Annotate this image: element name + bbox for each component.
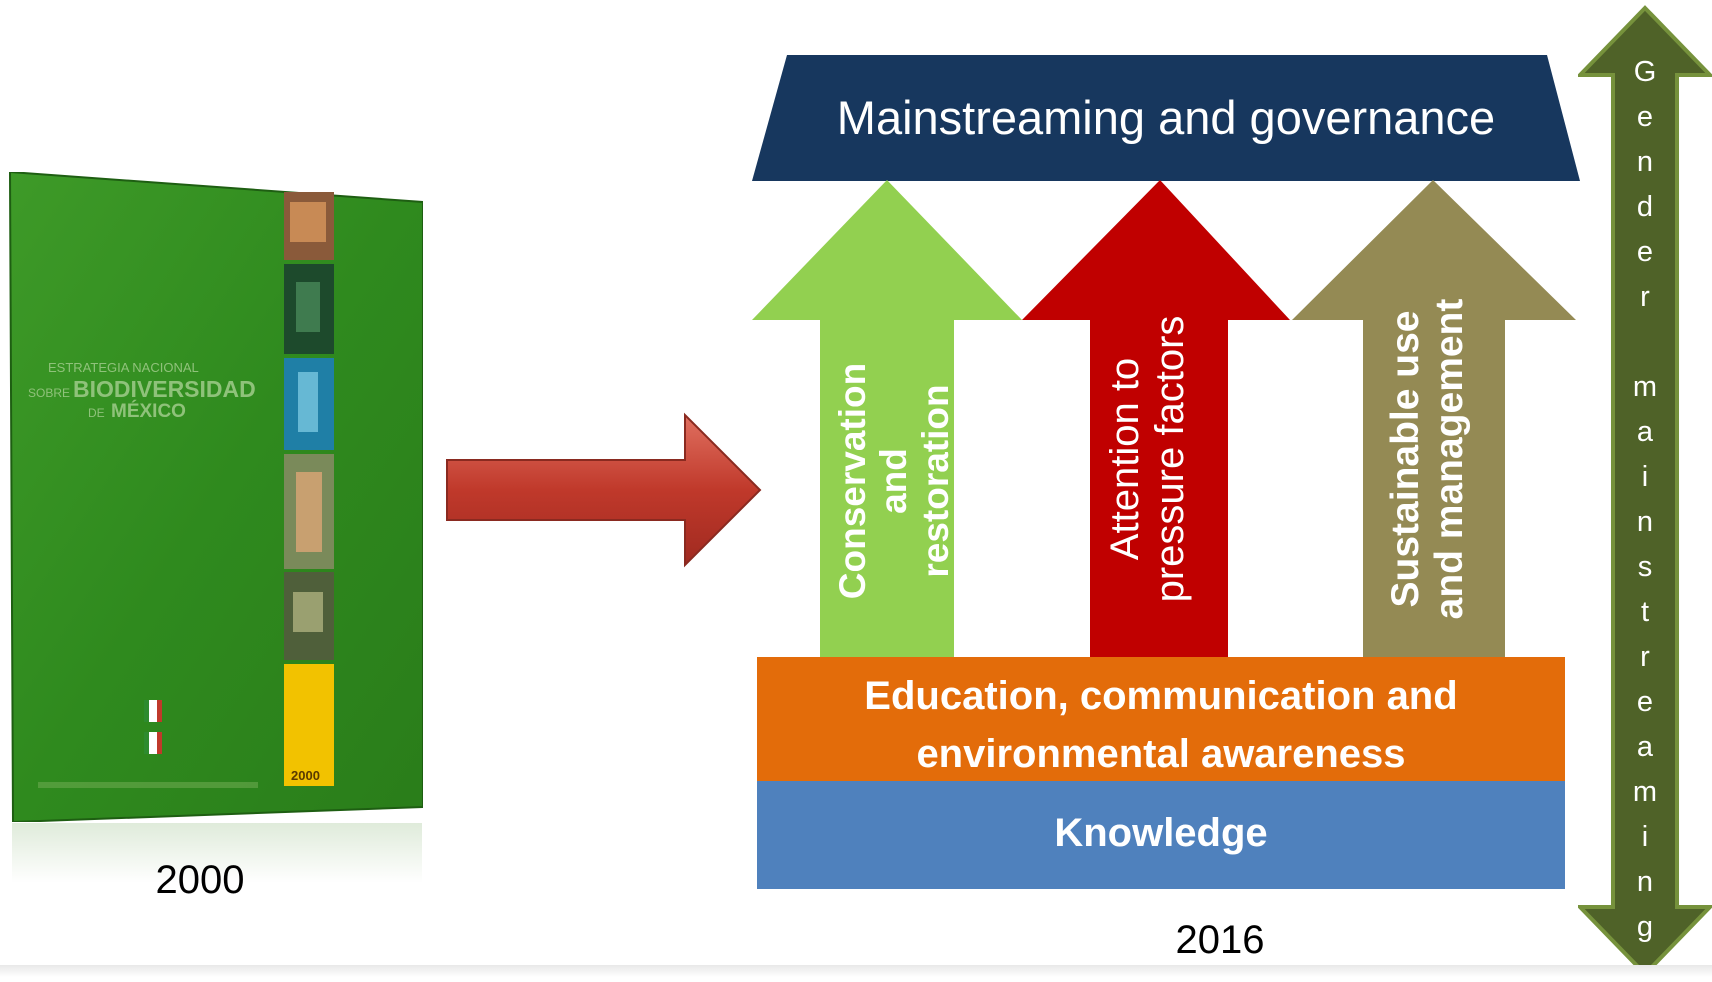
gender-letter: t bbox=[1640, 596, 1650, 628]
cover-title-prefix-de: DE bbox=[88, 406, 105, 420]
pillar-label-line2: restoration bbox=[914, 384, 956, 578]
gender-letter: e bbox=[1636, 236, 1654, 268]
pillar-arrows bbox=[750, 180, 1580, 660]
gender-letter: m bbox=[1632, 776, 1658, 808]
right-arrow-icon bbox=[445, 410, 765, 570]
gender-letter: m bbox=[1632, 371, 1658, 403]
pillar-label-sustainable: Sustainable use and management bbox=[1384, 284, 1494, 634]
knowledge-band-label: Knowledge bbox=[1054, 811, 1268, 855]
gender-letter: e bbox=[1636, 101, 1654, 133]
gender-letter: g bbox=[1636, 911, 1654, 943]
gender-letter: r bbox=[1640, 641, 1650, 673]
pillar-arrow-sustainable bbox=[1292, 180, 1576, 657]
gender-letter: d bbox=[1636, 191, 1654, 223]
pillar-label-line2: pressure factors bbox=[1147, 315, 1192, 603]
gender-letter: s bbox=[1637, 551, 1653, 583]
gender-letter: n bbox=[1636, 146, 1654, 178]
gender-letter: G bbox=[1633, 56, 1657, 88]
flag-emblem-icon bbox=[144, 700, 162, 754]
education-band-line2: environmental awareness bbox=[916, 732, 1406, 776]
gender-letter: n bbox=[1636, 506, 1654, 538]
gender-letter: e bbox=[1636, 686, 1654, 718]
bottom-shadow bbox=[0, 965, 1712, 977]
gender-letter: a bbox=[1636, 416, 1654, 448]
cover-title-prefix-sobre: SOBRE bbox=[28, 386, 70, 400]
pillar-arrow-conservation bbox=[752, 180, 1022, 657]
pillar-label-conservation: Conservation and restoration bbox=[832, 331, 956, 631]
pillar-label-line1: Attention to bbox=[1103, 357, 1147, 561]
cover-year-badge: 2000 bbox=[291, 768, 320, 783]
governance-banner-label: Mainstreaming and governance bbox=[836, 91, 1496, 144]
gender-letter bbox=[1620, 320, 1670, 365]
pillar-label-line2: and management bbox=[1427, 298, 1471, 620]
gender-letter: i bbox=[1641, 821, 1649, 853]
pillar-arrow-pressure bbox=[1022, 180, 1290, 657]
gender-letter: a bbox=[1636, 731, 1654, 763]
cover-title-line1: ESTRATEGIA NACIONAL bbox=[48, 360, 199, 375]
governance-banner bbox=[752, 55, 1580, 181]
gender-letter: n bbox=[1636, 866, 1654, 898]
gender-letter: r bbox=[1640, 281, 1650, 313]
photo-strip bbox=[284, 192, 334, 786]
gender-letter: i bbox=[1641, 461, 1649, 493]
pillar-label-line1: Sustainable use bbox=[1384, 310, 1427, 608]
cover-title-mexico: MÉXICO bbox=[111, 400, 186, 422]
education-band: Education, communication and environment… bbox=[757, 657, 1565, 781]
education-band-line1: Education, communication and bbox=[864, 674, 1458, 718]
knowledge-band: Knowledge bbox=[757, 781, 1565, 889]
year-2016-label: 2016 bbox=[1175, 918, 1265, 962]
pillar-label-pressure: Attention to pressure factors bbox=[1103, 299, 1213, 619]
pillar-label-line1: Conservation and bbox=[832, 362, 915, 600]
year-2000-label: 2000 bbox=[155, 858, 245, 902]
book-reflection bbox=[12, 823, 422, 883]
cover-title-biodiversidad: BIODIVERSIDAD bbox=[73, 376, 256, 402]
strategy-book-cover: ESTRATEGIA NACIONAL SOBRE BIODIVERSIDAD … bbox=[8, 170, 424, 824]
